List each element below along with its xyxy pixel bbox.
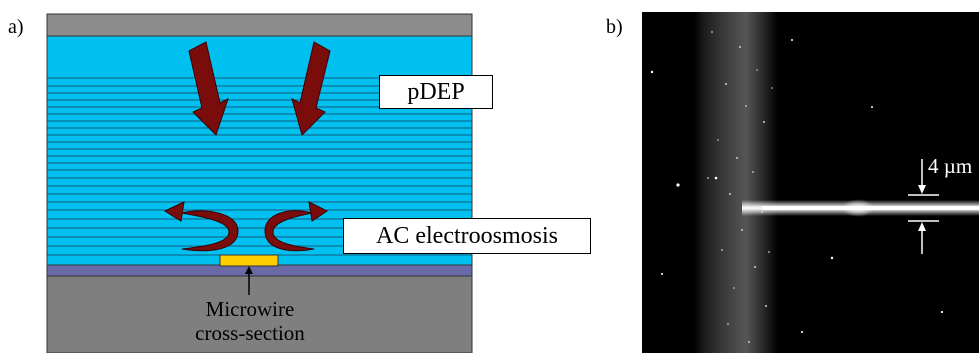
microwire [219,254,279,267]
top-wall [46,13,473,37]
ac-electroosmosis-label: AC electroosmosis [343,218,591,254]
isolated-particles [650,39,944,333]
scale-label: 4 µm [928,154,973,178]
microwire-caption-line2: cross-section [195,321,305,345]
pdep-label: pDEP [379,75,493,109]
microwire-caption: Microwire cross-section [160,297,340,345]
scale-bar [908,159,939,254]
ac-arrow-left [180,210,239,252]
panel-b-label: b) [606,16,623,38]
ac-arrowhead-left [163,201,185,222]
particle-band [694,12,778,353]
microwire-caption-line1: Microwire [205,297,295,321]
substrate [46,275,473,353]
ac-arrowhead-right [308,201,328,222]
ac-arrow-right [264,210,315,252]
panel-a-label: a) [8,16,24,38]
signal-hotspot [842,199,874,217]
microwire-pointer-head [245,266,253,274]
image-background [642,12,979,353]
particle-speckles [707,31,773,343]
pdep-arrow-right [291,41,331,136]
insulator-layer [46,264,473,277]
fluorescence-image [642,12,979,353]
pdep-arrow-left [188,41,229,136]
